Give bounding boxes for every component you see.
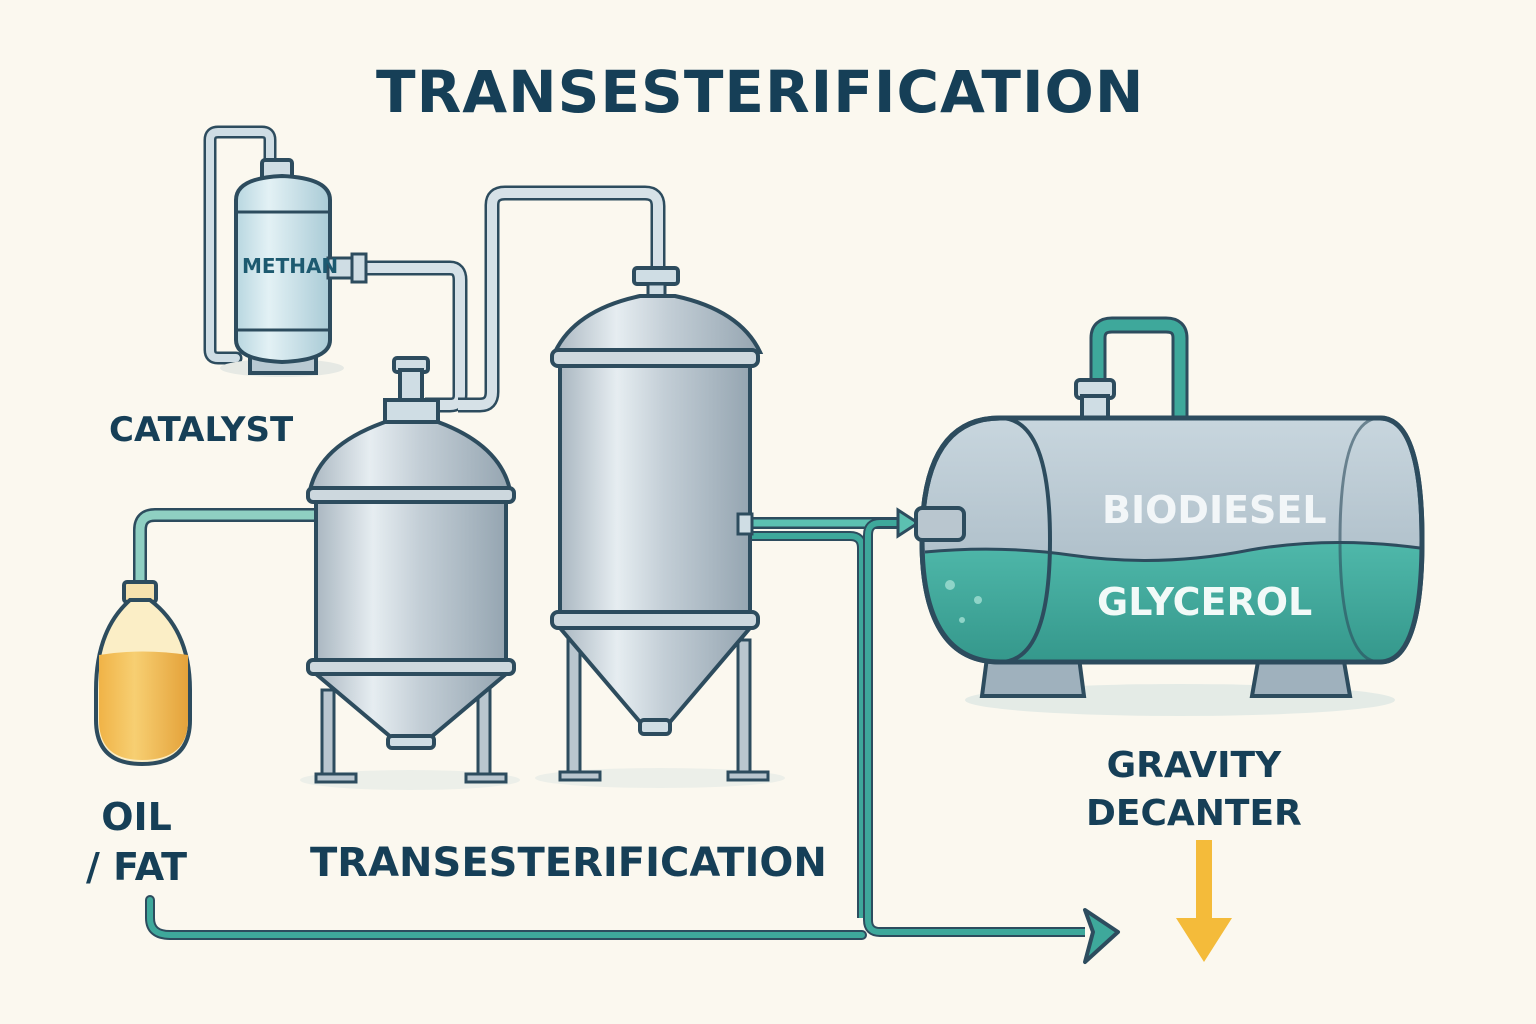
reactor-1 bbox=[300, 356, 520, 790]
oil-flask bbox=[94, 580, 192, 767]
down-arrow-icon bbox=[1176, 840, 1232, 962]
oil-return-line bbox=[145, 895, 867, 940]
methanol-feed-pipe bbox=[330, 260, 468, 413]
decanter-label-line2: DECANTER bbox=[1086, 793, 1302, 834]
diagram-title: TRANSESTERIFICATION bbox=[376, 58, 1145, 126]
methanol-vent-pipe bbox=[203, 125, 277, 365]
catalyst-label: CATALYST bbox=[109, 410, 294, 450]
oil-feed-pipe bbox=[133, 508, 320, 590]
decanter-top-pipe bbox=[1089, 316, 1189, 420]
glycerol-layer-label: GLYCEROL bbox=[1097, 580, 1313, 624]
methanol-tank bbox=[220, 158, 368, 377]
decanter-label: GRAVITY DECANTER bbox=[1086, 742, 1302, 838]
reactor-link-pipe bbox=[458, 185, 666, 413]
decanter-label-line1: GRAVITY bbox=[1106, 745, 1282, 786]
product-pipe bbox=[745, 507, 1085, 937]
oil-label-line2: / FAT bbox=[86, 845, 188, 889]
oil-label-line1: OIL bbox=[101, 795, 172, 839]
reactor-label: TRANSESTERIFICATION bbox=[310, 840, 827, 886]
methanol-tank-label: METHAN bbox=[242, 254, 339, 278]
biodiesel-layer-label: BIODIESEL bbox=[1102, 488, 1327, 532]
oil-fat-label: OIL / FAT bbox=[86, 792, 187, 892]
decanter-tank bbox=[914, 378, 1425, 716]
reactor-2 bbox=[535, 266, 785, 788]
output-arrow bbox=[1083, 908, 1120, 964]
